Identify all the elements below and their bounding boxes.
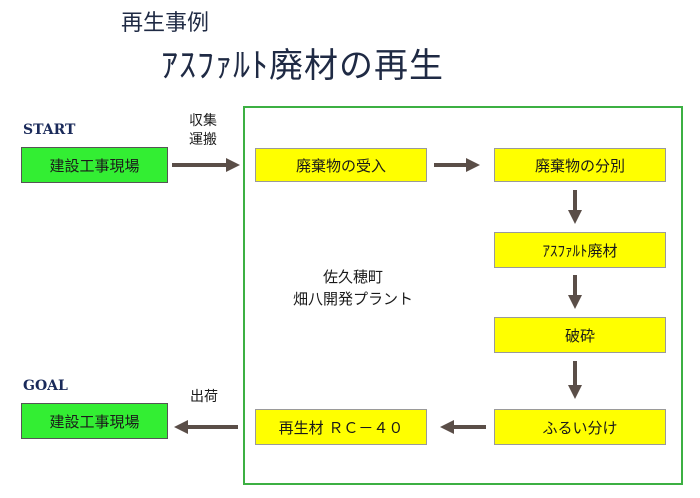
arrow-receive-to-separate [434,158,480,172]
plant-name-line1: 佐久穂町 [322,268,383,286]
transport-label-line1: 収集 [189,113,217,129]
step-sieve-box: ふるい分け [494,409,666,445]
step-receive-box: 廃棄物の受入 [255,148,427,182]
transport-label: 収集 運搬 [183,112,223,150]
goal-site-box: 建設工事現場 [21,403,168,439]
step-crush-box: 破砕 [494,317,666,353]
arrow-separate-to-asphalt [568,190,582,224]
arrow-asphalt-to-crush [568,275,582,309]
start-label: START [23,122,76,138]
diagram-subtitle: 再生事例 [121,11,210,36]
step-separate-box: 廃棄物の分別 [494,148,666,182]
transport-label-line2: 運搬 [189,132,217,148]
start-site-box: 建設工事現場 [21,147,168,183]
arrow-start-to-receive [172,158,240,172]
arrow-sieve-to-product [440,420,486,434]
arrow-product-to-goal [174,420,238,434]
shipping-label: 出荷 [190,389,218,405]
plant-boundary [243,106,683,485]
step-product-box: 再生材 ＲＣ－４０ [255,409,427,445]
plant-name-line2: 畑八開発プラント [292,290,413,308]
diagram-title: ｱｽﾌｧﾙﾄ廃材の再生 [161,46,444,86]
step-asphalt-box: ｱｽﾌｧﾙﾄ廃材 [494,232,666,268]
plant-name: 佐久穂町 畑八開発プラント [268,266,438,310]
arrow-crush-to-sieve [568,361,582,399]
goal-label: GOAL [23,378,68,394]
